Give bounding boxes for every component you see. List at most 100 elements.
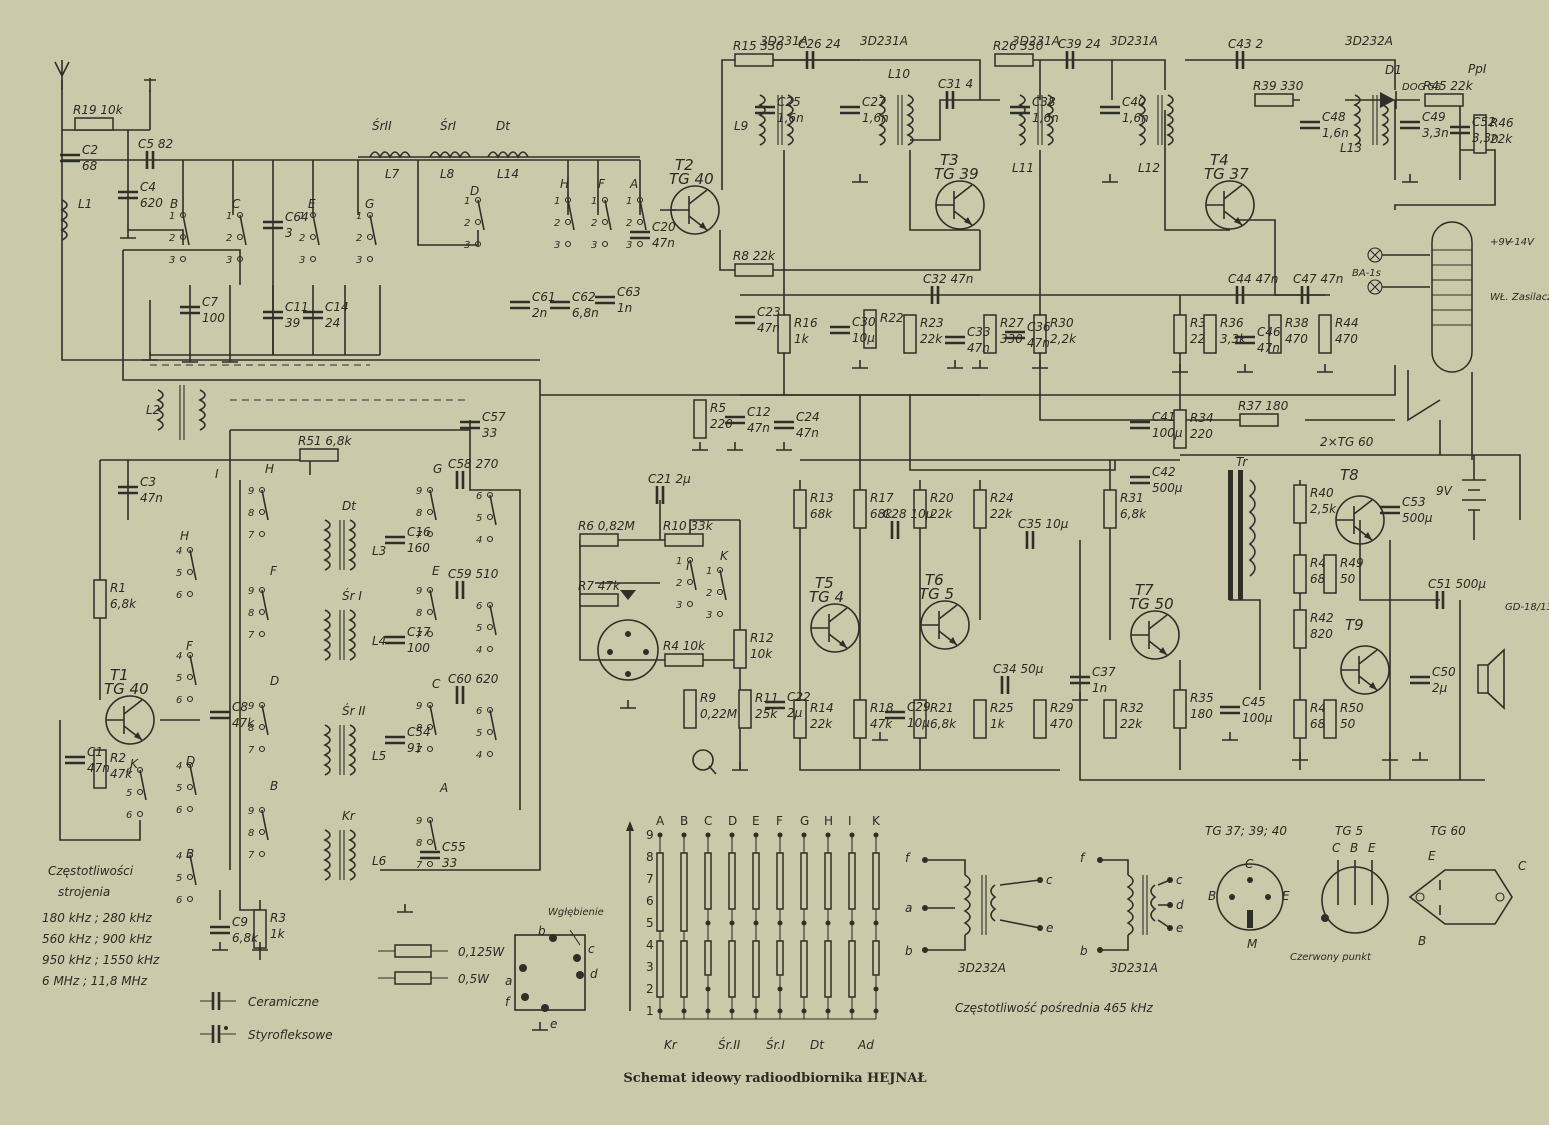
- switch-a-dot: [636, 218, 644, 226]
- capacitor-value-c3: 47n: [140, 491, 163, 505]
- resistor-r46: [1473, 114, 1487, 154]
- capacitor-c34: [1000, 676, 1010, 694]
- switch-b2-dot: [186, 873, 194, 881]
- resistor-r34: [1173, 409, 1187, 449]
- coil-prim-l6: [323, 829, 331, 881]
- coil-label-l12: L12: [1138, 161, 1160, 175]
- coil-label-sri: ŚrI: [440, 118, 457, 133]
- resistor-ref-r2: R2: [110, 751, 126, 765]
- pin-letter: C: [1332, 841, 1341, 855]
- capacitor-value-c46: 47n: [1257, 341, 1280, 355]
- capacitor-value-c1: 47n: [87, 761, 110, 775]
- transistor-leads-t6: [921, 604, 958, 646]
- capacitor-value-c24: 47n: [796, 426, 819, 440]
- capacitor-value-c48: 1,6n: [1322, 126, 1349, 140]
- switch-letter: D: [270, 674, 279, 688]
- capacitor-ref-c53: C53: [1402, 495, 1426, 509]
- transistor-ref-t9: T9: [1345, 616, 1364, 634]
- coil-label-srii: ŚrII: [372, 118, 392, 133]
- matrix-contact-bar: [680, 940, 688, 998]
- resistor-value-r31: 6,8k: [1120, 507, 1147, 521]
- resistor-r9: [683, 689, 697, 729]
- switch-c2-dot: [426, 723, 434, 731]
- switch-g-num: 2: [356, 233, 362, 244]
- capacitor-c55: [420, 850, 440, 860]
- matrix-contact-bar: [800, 852, 808, 910]
- capacitor-c31: [945, 91, 955, 109]
- resistor-label-r26: R26 330: [993, 39, 1044, 53]
- capacitor-c20: [630, 230, 650, 240]
- transistor-ref-t2: T2: [675, 156, 694, 174]
- switch-b-dot: [179, 233, 187, 241]
- ground-icon: [1102, 174, 1118, 183]
- capacitor-value-c2: 68: [82, 159, 98, 173]
- tg37-pinout: [1216, 863, 1284, 931]
- lamp-icon: [1367, 247, 1430, 295]
- switch-c2-dot: [426, 745, 434, 753]
- capacitor-label-c31: C31 4: [938, 77, 973, 91]
- switch-d2-dot: [186, 805, 194, 813]
- coil-sec-l3: [348, 519, 356, 571]
- matrix-contact-bar: [872, 940, 880, 976]
- resistor-label-r19: R19 10k: [73, 103, 124, 117]
- resistor-value-r18: 47k: [870, 717, 893, 731]
- matrix-dot: [753, 832, 759, 838]
- resistor-r44: [1318, 314, 1332, 354]
- output-pair-label: 2×TG 60: [1320, 435, 1374, 449]
- transistor-type-t5: TG 4: [809, 588, 844, 606]
- capacitor-ref-c55: C55: [442, 840, 466, 854]
- diode-label: D1: [1385, 63, 1402, 77]
- switch-a2-num: 9: [416, 816, 422, 827]
- switch-k2-dot: [136, 810, 144, 818]
- supply-plug-icon: [1431, 221, 1473, 373]
- transistor-type-t1: TG 40: [104, 680, 149, 698]
- matrix-bottom-4: Ad: [857, 1038, 874, 1052]
- resistor-r21: [913, 699, 927, 739]
- switch-k-kr-num: 7: [248, 850, 255, 861]
- switch-g2-num: 7: [416, 530, 423, 541]
- switch-k2-dot: [136, 788, 144, 796]
- switch-k-dt-num: 7: [248, 530, 255, 541]
- switch-letter: F: [186, 639, 194, 653]
- switch-c-dot: [236, 255, 244, 263]
- capacitor-c58: [455, 471, 465, 489]
- ground-icon: [1402, 174, 1418, 183]
- pinout-tg5-label: TG 5: [1335, 824, 1363, 838]
- switch-g3-num: 6: [476, 491, 482, 502]
- transistor-arrow-t6: [949, 637, 957, 645]
- capacitor-c43: [1235, 51, 1245, 69]
- ground-icon: [252, 942, 268, 951]
- switch-h-num: 3: [554, 240, 560, 251]
- pin-letter: B: [1350, 841, 1358, 855]
- resistor-value-r1: 6,8k: [110, 597, 137, 611]
- coil-label-l11: L11: [1012, 161, 1034, 175]
- transistor-leads-t9: [1341, 649, 1378, 691]
- pin-letter: C: [1245, 857, 1254, 871]
- resistor-label-r4: R4 10k: [663, 639, 706, 653]
- jack-icon: [595, 582, 660, 681]
- switch-d-dot: [474, 240, 482, 248]
- resistor-value-r23: 22k: [920, 332, 943, 346]
- switch-d-num: 1: [464, 196, 470, 207]
- resistor-value-r13: 68k: [810, 507, 833, 521]
- switch-f-dot: [601, 240, 609, 248]
- switch-letter: H: [560, 177, 569, 191]
- capacitor-ref-c11: C11: [285, 300, 309, 314]
- switch-b-blade: [182, 214, 190, 246]
- resistor-ref-r29: R29: [1050, 701, 1074, 715]
- matrix-dot: [849, 920, 855, 926]
- resistor-value-r9: 0,22M: [700, 707, 738, 721]
- switch-k2-num: 4: [126, 766, 132, 777]
- switch-g3-num: 4: [476, 535, 482, 546]
- capacitor-c11: [263, 310, 283, 320]
- capacitor-c61: [510, 300, 530, 310]
- coil-prim-l5: [323, 724, 331, 776]
- coil-l2b: [198, 389, 206, 431]
- matrix-dot: [729, 920, 735, 926]
- switch-letter: F: [598, 177, 606, 191]
- resistor-ref-r42: R42: [1310, 611, 1334, 625]
- capacitor-ref-c64: C64: [285, 210, 309, 224]
- pin-letter: B: [1208, 889, 1216, 903]
- capacitor-c23: [735, 315, 755, 325]
